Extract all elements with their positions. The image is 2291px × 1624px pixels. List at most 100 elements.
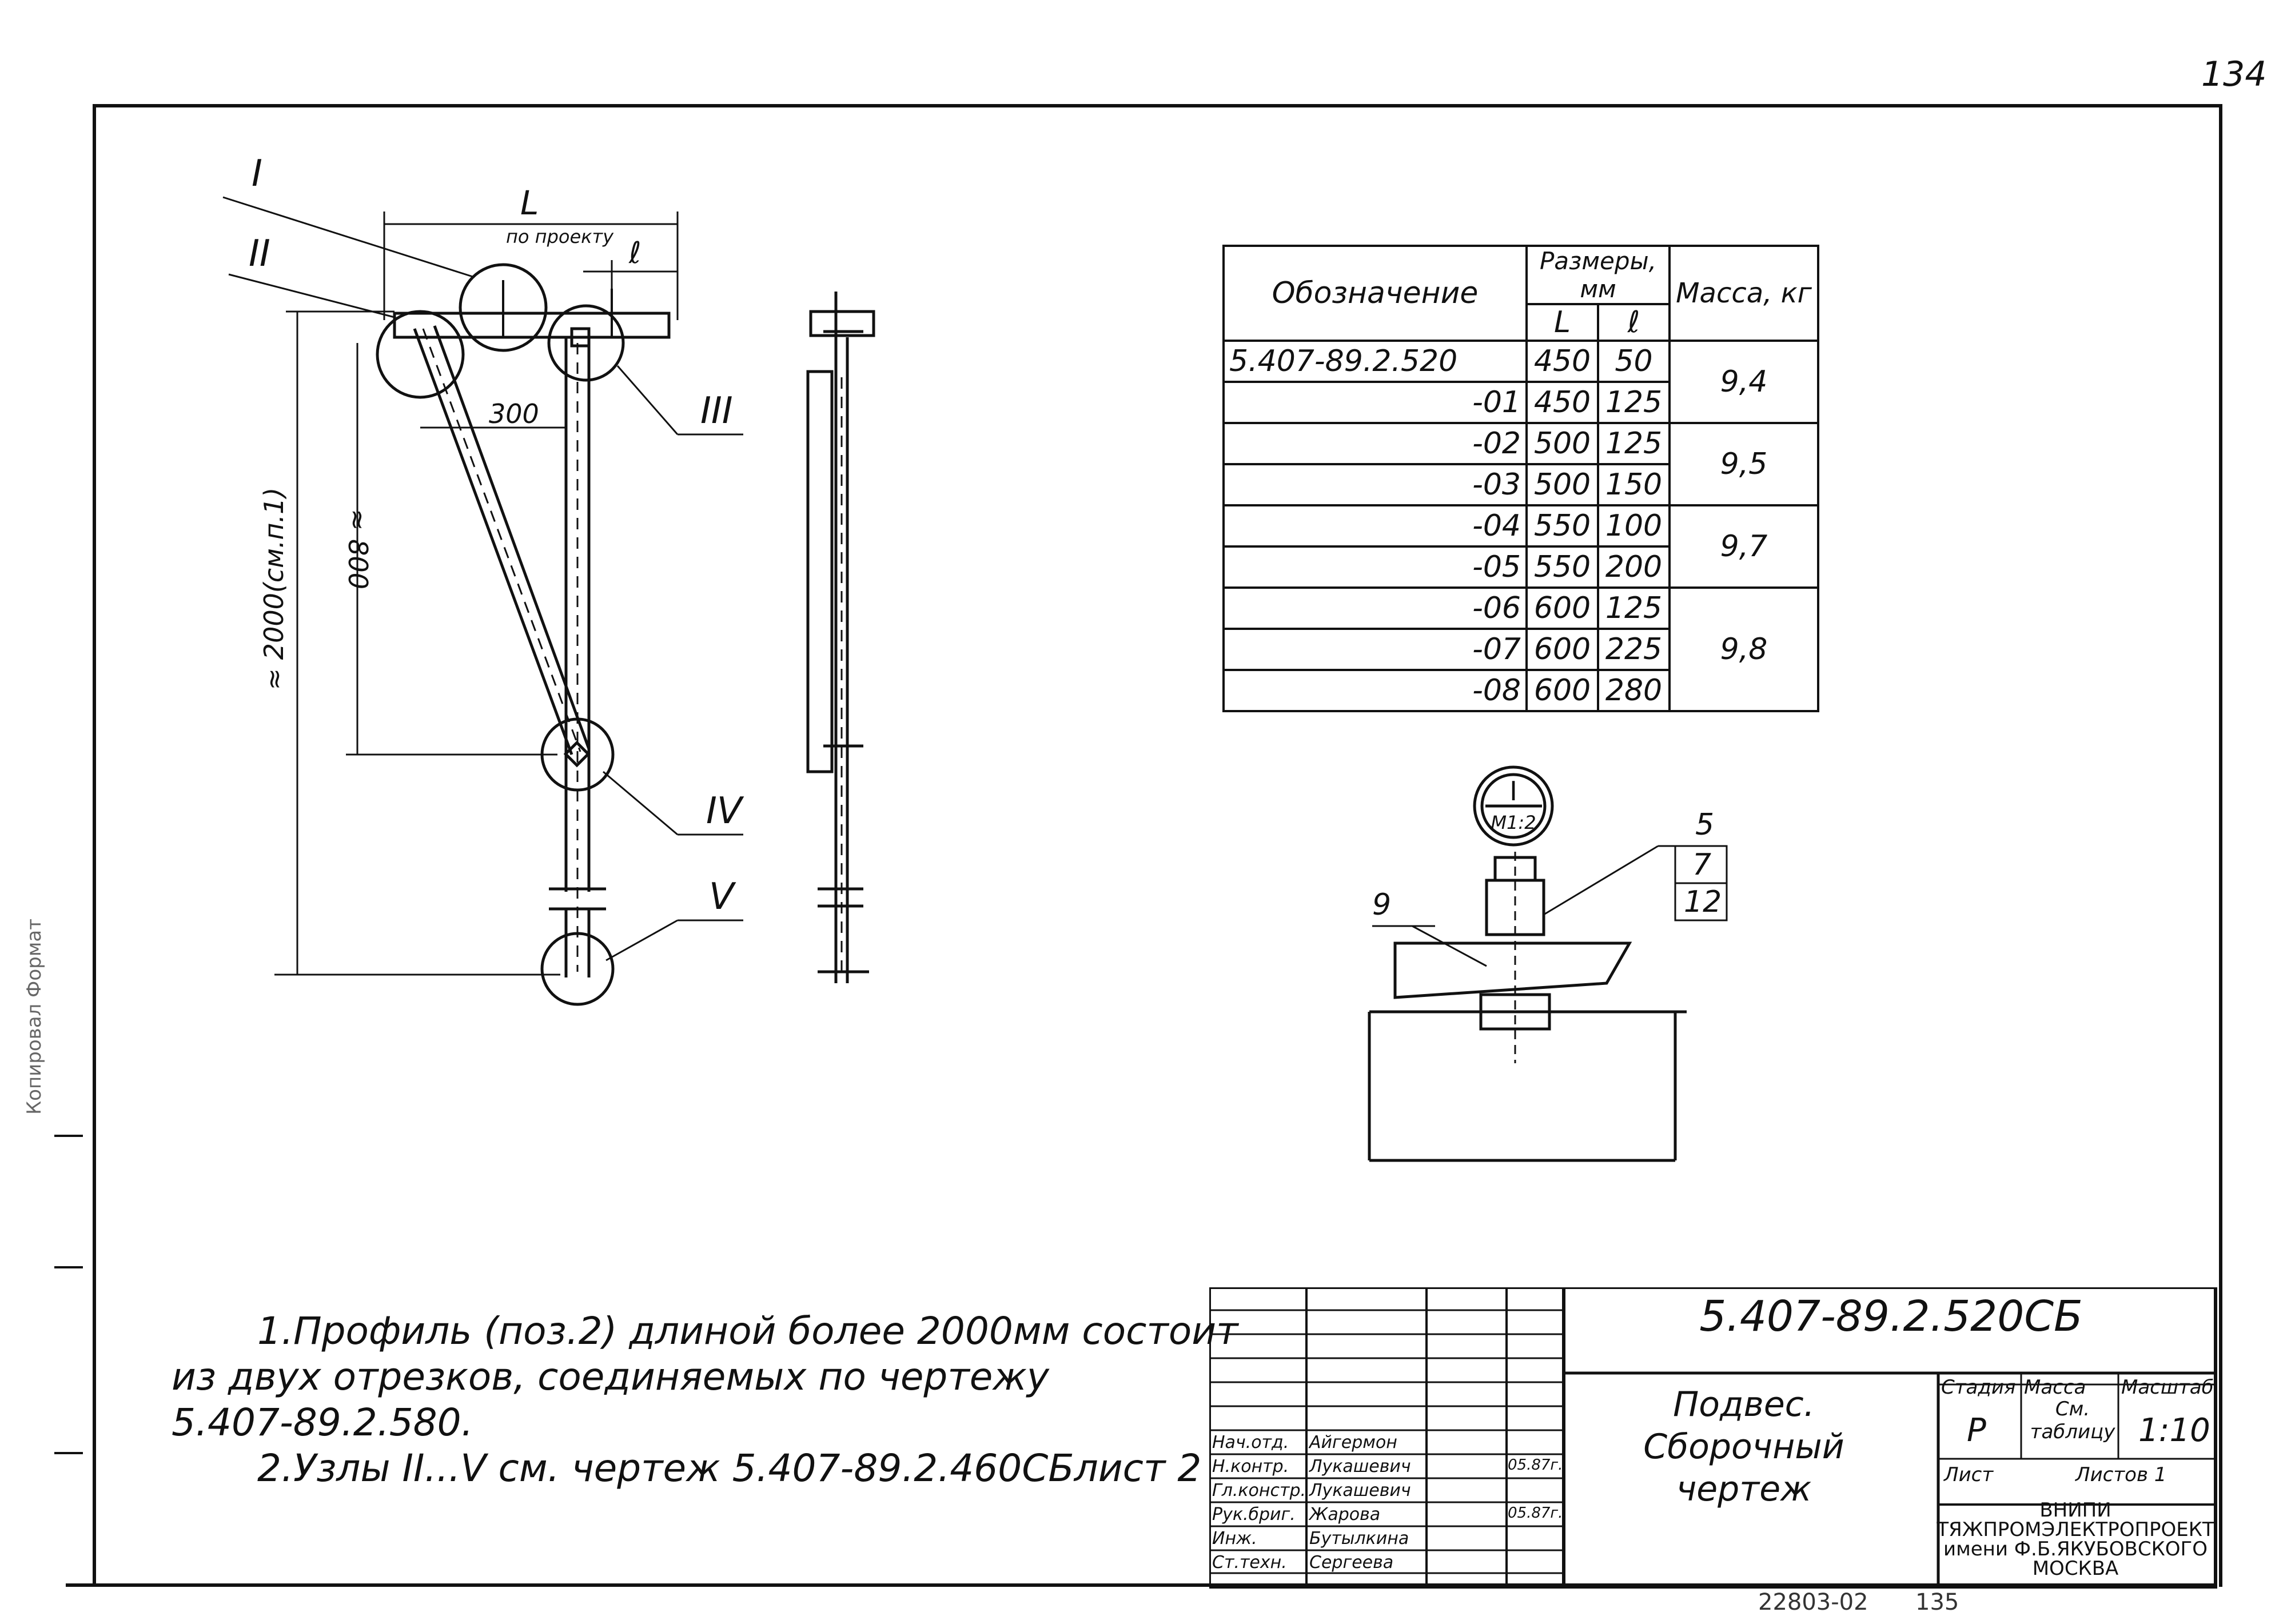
dim-2000-label: ≈ 2000(см.п.1) [258,488,289,691]
sheets-label: Листов 1 [2075,1463,2167,1486]
signer-name: Сергеева [1309,1553,1394,1573]
signer-name: Лукашевич [1309,1481,1411,1501]
mass-cell: 9,5 [1668,422,1819,506]
signer-name: Айгермон [1309,1433,1397,1453]
node-label-II: II [249,233,270,275]
l-cell: 225 [1597,628,1671,671]
margin-mark [54,1452,83,1454]
mass-cell: 9,7 [1668,504,1819,589]
node-circle-V [540,932,615,1006]
l-cell: 125 [1597,381,1671,424]
sheet-label: Лист [1944,1463,1994,1486]
callout-9: 9 [1372,888,1391,922]
header-designation: Обозначение [1222,245,1528,342]
L-cell: 450 [1525,340,1599,383]
l-cell: 50 [1597,340,1671,383]
header-L: L [1525,303,1599,342]
footer-doc-number: 22803-02 [1758,1589,1868,1615]
table-row: -06 600 125 9,8 [1222,586,1819,712]
designation-cell: -04 [1222,504,1528,548]
mass-cell: 9,4 [1668,340,1819,424]
L-cell: 600 [1525,586,1599,630]
org-line-3: имени Ф.Б.ЯКУБОВСКОГО [1943,1538,2208,1561]
L-cell: 550 [1525,545,1599,589]
callout-5: 5 [1695,808,1714,842]
l-cell: 100 [1597,504,1671,548]
header-mass: Масса, кг [1668,245,1819,342]
mass-header: Масса [2024,1376,2086,1399]
stage-header: Стадия [1941,1376,2016,1399]
document-name: Подвес. Сборочный чертеж [1572,1383,1915,1510]
callout-7: 7 [1692,848,1711,882]
stage-value: Р [1967,1412,1986,1449]
node-label-III: III [700,390,733,432]
mass-cell: 9,8 [1668,586,1819,712]
designation-cell: -08 [1222,669,1528,712]
org-line-2: ТЯЖПРОМЭЛЕКТРОПРОЕКТ [1937,1518,2214,1541]
dim-l-label: ℓ [628,236,641,270]
designation-cell: -03 [1222,463,1528,506]
document-code: 5.407-89.2.520СБ [1699,1292,2083,1341]
dim-800-label: ≈ 800 [342,509,373,589]
margin-mark [54,1266,83,1268]
signer-role: Инж. [1212,1529,1257,1549]
L-cell: 500 [1525,463,1599,506]
L-cell: 550 [1525,504,1599,548]
callout-12: 12 [1684,885,1722,919]
header-dimensions: Размеры, мм [1525,245,1671,305]
node-label-IV: IV [706,790,744,832]
designation-cell: -01 [1222,381,1528,424]
signer-name: Жарова [1309,1505,1381,1525]
note-line-2: из двух отрезков, соединяемых по чертежу [172,1355,1049,1399]
table-row: -01 450 125 [1222,381,1818,424]
node-circle-III [547,304,625,382]
node-circle-I [459,263,548,352]
designation-cell: -06 [1222,586,1528,630]
dim-L-label: L [520,183,539,222]
scale-value: 1:10 [2138,1412,2210,1449]
L-cell: 500 [1525,422,1599,465]
table-row: -05 550 200 [1222,545,1818,589]
designation-cell: -02 [1222,422,1528,465]
l-cell: 280 [1597,669,1671,712]
drawing-frame [93,104,2222,1587]
table-row: -02 500 125 9,5 [1222,422,1819,506]
page-number: 134 [2201,54,2267,94]
organization: ВНИПИ ТЯЖПРОМЭЛЕКТРОПРОЕКТ имени Ф.Б.ЯКУ… [1935,1501,2216,1578]
L-cell: 600 [1525,669,1599,712]
note-line-1: 1.Профиль (поз.2) длиной более 2000мм со… [257,1309,1238,1353]
designation-cell: -07 [1222,628,1528,671]
table-row: 5.407-89.2.520 450 50 9,4 [1222,340,1819,424]
detail-label-bottom: М1:2 [1491,812,1536,833]
signer-role: Н.контр. [1212,1457,1289,1477]
header-l: ℓ [1597,303,1671,342]
note-line-4: 2.Узлы II...V см. чертеж 5.407-89.2.460С… [257,1446,1202,1490]
signer-role: Рук.бриг. [1212,1505,1296,1525]
table-row: -08 600 280 [1222,669,1818,712]
signer-name: Лукашевич [1309,1457,1411,1477]
designation-cell: -05 [1222,545,1528,589]
beam-profile [393,312,671,339]
l-cell: 150 [1597,463,1671,506]
footer-sheet: 135 [1915,1589,1959,1615]
l-cell: 125 [1597,586,1671,630]
L-cell: 450 [1525,381,1599,424]
table-row: -03 500 150 [1222,463,1818,506]
table-row: -04 550 100 9,7 [1222,504,1819,589]
document-name-line-1: Подвес. [1673,1384,1815,1425]
signer-role: Гл.констр. [1212,1481,1306,1501]
designation-cell: 5.407-89.2.520 [1222,340,1528,383]
specification-table: Обозначение Размеры, мм Масса, кг L ℓ 5.… [1222,245,1819,712]
detail-label-top: I [1509,776,1517,807]
L-cell: 600 [1525,628,1599,671]
bottom-border [66,1583,2216,1587]
document-name-line-2: Сборочный чертеж [1643,1427,1844,1509]
node-label-I: I [252,153,262,195]
node-label-V: V [709,876,736,918]
date-1: 05.87г. [1508,1457,1563,1474]
margin-mark [54,1135,83,1137]
date-2: 05.87г. [1508,1505,1563,1522]
dim-300-label: 300 [489,398,539,429]
title-block-grid [1209,1287,2217,1589]
